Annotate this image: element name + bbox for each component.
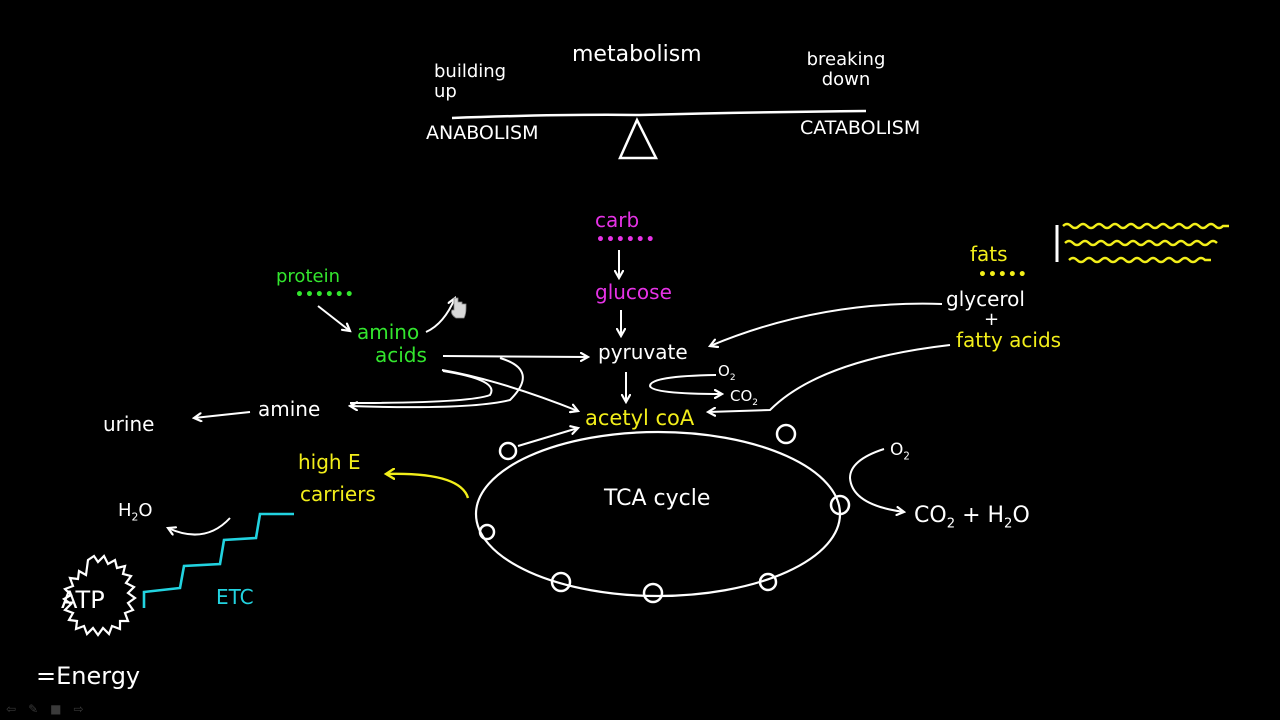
carb-chain: •••••• — [596, 232, 656, 248]
title-metabolism: metabolism — [572, 42, 702, 67]
h2o-label: H2O — [118, 500, 153, 524]
intermediate-node — [642, 582, 664, 604]
carb-label: carb — [595, 208, 640, 232]
arrow-o2-co2-loop — [648, 374, 722, 394]
amino-label: amino — [357, 320, 420, 344]
co2-label-top: CO2 — [730, 387, 759, 408]
pyruvate-label: pyruvate — [598, 340, 688, 364]
amine-label: amine — [258, 397, 321, 421]
protein-label: protein — [276, 266, 340, 287]
atp-label: ATP — [61, 586, 105, 614]
acids-label: acids — [375, 343, 427, 367]
fatty-acid-chain — [1068, 256, 1211, 264]
arrow-cycle-high-e — [386, 474, 470, 499]
intermediate-node — [758, 572, 778, 592]
carriers-label: carriers — [300, 482, 376, 506]
urine-label: urine — [103, 412, 155, 436]
glucose-label: glucose — [595, 280, 672, 304]
tca-cycle-intermediates — [478, 423, 851, 604]
intermediate-node — [829, 494, 851, 516]
arrow-amine-urine — [194, 411, 251, 418]
o2-label-right: O2 — [890, 440, 910, 463]
fatty-acids-label: fatty acids — [956, 328, 1062, 352]
balance-beam — [451, 109, 867, 120]
arrow-glycerol-pyruvate — [710, 302, 943, 346]
arrow-amino-amine-1 — [350, 357, 524, 407]
arrow-amino-up — [425, 298, 455, 333]
fats-label: fats — [970, 242, 1008, 266]
arrow-amino-acetyl — [441, 369, 578, 411]
etc-label: ETC — [216, 585, 254, 609]
intermediate-node — [478, 523, 496, 541]
fatty-acid-chain — [1062, 222, 1229, 230]
catabolism-label: CATABOLISM — [800, 117, 921, 139]
protein-chain: •••••• — [295, 287, 355, 303]
fats-chain: ••••• — [978, 267, 1028, 283]
arrow-protein-amino — [317, 305, 350, 331]
o2-label-top: O2 — [718, 362, 736, 383]
screen-icon[interactable]: ■ — [50, 702, 62, 716]
playback-toolbar: ⇦ ✎ ■ ⇨ — [6, 702, 84, 716]
forward-arrow-icon[interactable]: ⇨ — [73, 702, 84, 716]
pen-icon[interactable]: ✎ — [28, 702, 39, 716]
glycerol-label: glycerol — [946, 287, 1025, 311]
anabolism-label: ANABOLISM — [426, 122, 539, 144]
back-arrow-icon[interactable]: ⇦ — [6, 702, 17, 716]
balance-fulcrum — [618, 117, 659, 160]
arrow-etc-h2o — [168, 517, 231, 535]
plus-sign: + — [984, 309, 1000, 330]
arrow-fatty-acetyl — [708, 344, 951, 412]
arrow-amino-pyruvate — [442, 356, 588, 357]
intermediate-node — [498, 441, 518, 461]
arrow-amino-amine-2 — [349, 370, 493, 404]
high-e-label: high E — [298, 450, 361, 474]
intermediate-node — [775, 423, 797, 445]
hand-cursor-icon — [451, 297, 467, 319]
intermediate-node — [550, 571, 572, 593]
arrow-o2-co2-h2o — [848, 448, 904, 512]
fatty-acid-chain — [1064, 239, 1218, 247]
acetyl-coa-label: acetyl coA — [585, 406, 695, 430]
energy-label: =Energy — [36, 662, 141, 690]
arrow-cycle-acetyl — [517, 428, 578, 447]
etc-staircase — [142, 512, 294, 608]
co2-h2o-label: CO2 + H2O — [914, 503, 1030, 532]
anabolism-note: building up — [434, 61, 507, 102]
tca-cycle-ring — [474, 430, 842, 598]
atp-burst — [61, 554, 137, 637]
catabolism-note: breaking down — [806, 49, 886, 90]
tca-cycle-label: TCA cycle — [604, 486, 711, 511]
